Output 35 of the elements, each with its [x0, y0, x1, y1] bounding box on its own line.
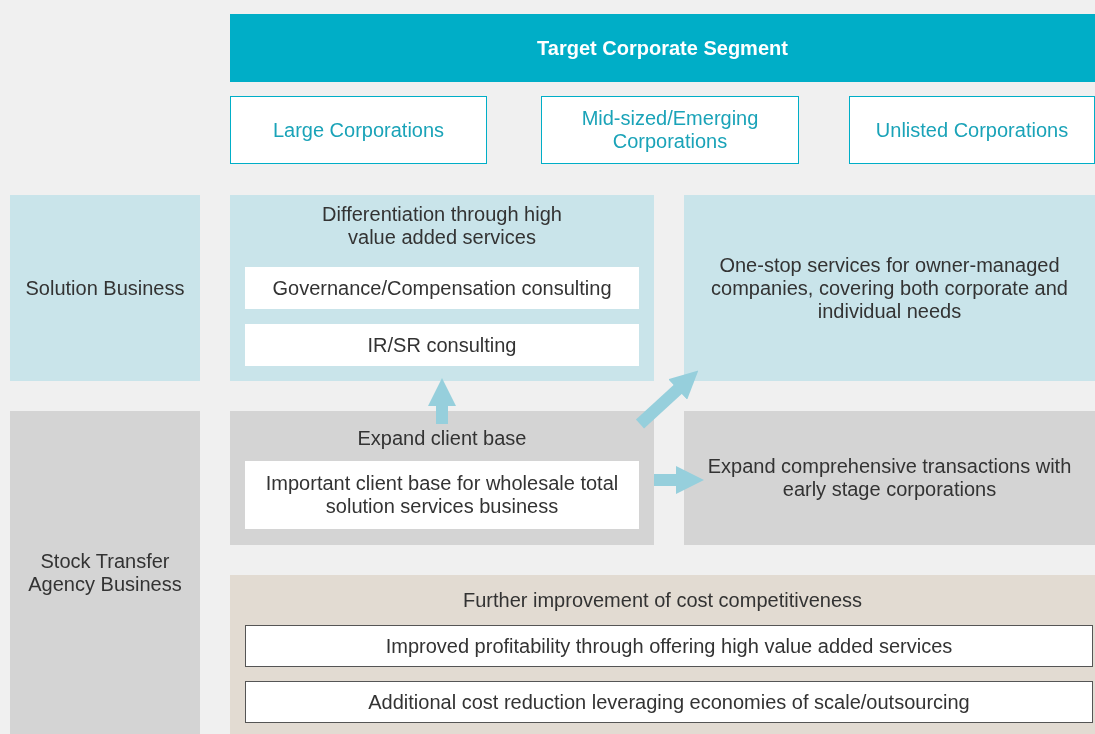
node-label: Unlisted Corporations — [874, 118, 1070, 142]
node-label: Target Corporate Segment — [536, 36, 789, 60]
row-label-band — [10, 411, 200, 734]
node-label: Expand comprehensive transactions with early stage corporations — [706, 455, 1073, 501]
node-label: One-stop services for owner-managed companies, covering both corporate and individual needs — [710, 253, 1069, 323]
node-label: Expand client base — [356, 427, 528, 450]
agency-panel — [230, 411, 654, 545]
segment-header-band — [230, 14, 1095, 82]
service-box — [245, 461, 639, 529]
solution-panel — [684, 195, 1095, 381]
node-label: Important client base for wholesale total solution services business — [264, 472, 620, 518]
node-label: Solution Business — [24, 276, 186, 300]
node-label: Additional cost reduction leveraging economies of scale/outsourcing — [367, 690, 971, 714]
node-label: Mid-sized/Emerging Corporations — [580, 107, 760, 153]
node-label: Stock Transfer Agency Business — [27, 549, 183, 596]
node-label: Improved profitability through offering high value added services — [384, 634, 954, 658]
service-box — [245, 324, 639, 366]
node-label: Governance/Compensation consulting — [271, 276, 613, 300]
solution-panel — [230, 195, 654, 381]
node-label: Further improvement of cost competitiveness — [461, 589, 863, 612]
node-label: IR/SR consulting — [366, 333, 518, 357]
block-arrow — [428, 378, 456, 424]
agency-panel — [684, 411, 1095, 545]
block-arrow — [635, 370, 699, 429]
row-label-band — [10, 195, 200, 381]
segment-box — [541, 96, 799, 164]
service-box — [245, 267, 639, 309]
service-box — [245, 681, 1093, 723]
cost-panel — [230, 575, 1095, 734]
node-label: Large Corporations — [271, 118, 446, 142]
service-box — [245, 625, 1093, 667]
segment-box — [849, 96, 1095, 164]
node-label: Differentiation through high value added services — [321, 203, 563, 249]
segment-box — [230, 96, 487, 164]
block-arrow — [654, 466, 704, 494]
